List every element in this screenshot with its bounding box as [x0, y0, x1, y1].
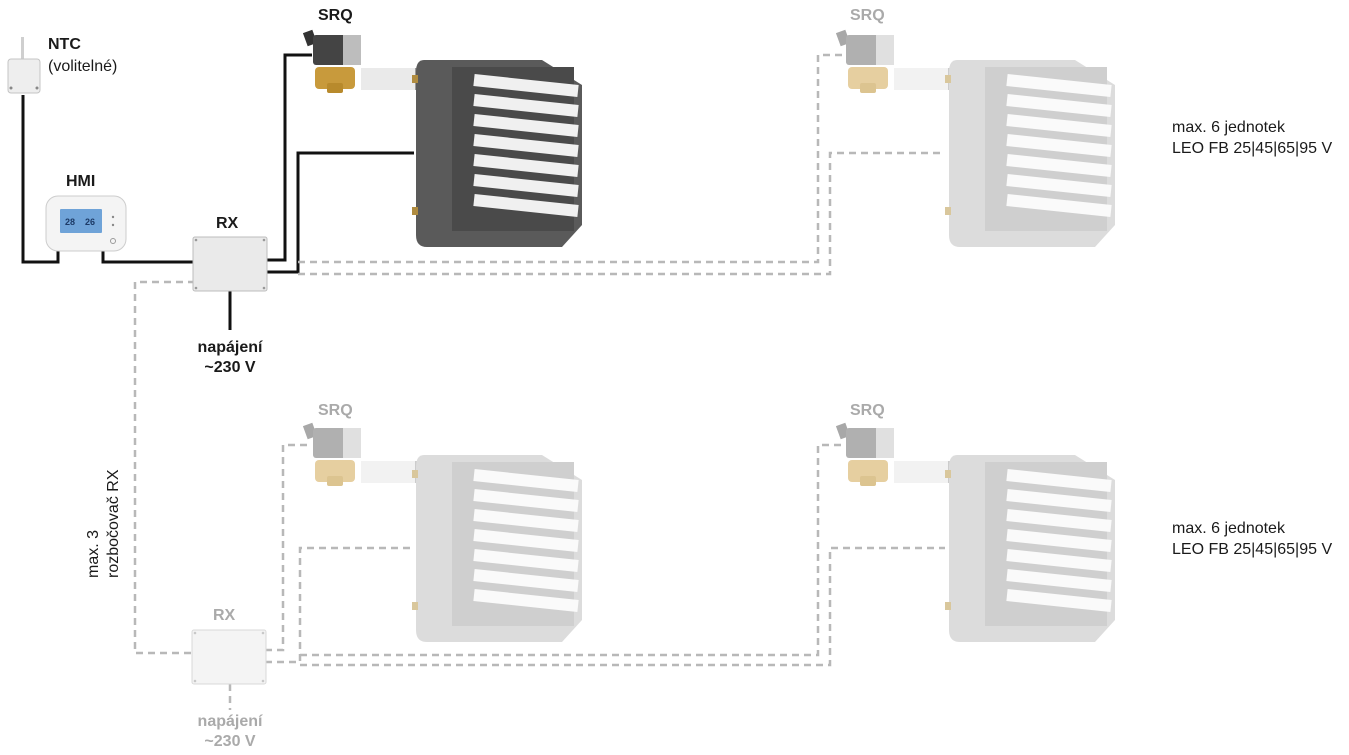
rx-main-label: RX — [216, 215, 239, 232]
srq-3-label: SRQ — [318, 402, 353, 419]
max-units-2-line2: LEO FB 25|45|65|95 V — [1172, 541, 1333, 558]
heater-unit-2-icon — [945, 60, 1115, 247]
wire-hmi-rx — [101, 250, 195, 264]
heater-unit-4-icon — [945, 455, 1115, 642]
optional-wiring — [133, 53, 945, 710]
wire-heater-4 — [300, 546, 945, 667]
wire-srq-4 — [300, 443, 845, 657]
power-secondary-line2: ~230 V — [204, 733, 256, 750]
rx-secondary-box-icon — [191, 629, 267, 685]
max-rx-line1: max. 3 — [85, 529, 102, 578]
srq-4-label: SRQ — [850, 402, 885, 419]
hmi-thermostat-icon: 28 26 — [45, 195, 127, 252]
wire-rx-branch — [133, 280, 195, 655]
ntc-label: NTC — [48, 36, 81, 53]
power-secondary-line1: napájení — [197, 713, 263, 730]
wire-ntc-hmi — [21, 95, 60, 264]
max-units-2-line1: max. 6 jednotek — [1172, 520, 1285, 537]
srq-1-label: SRQ — [318, 7, 353, 24]
srq-valve-3-icon — [303, 422, 419, 486]
srq-valve-2-icon — [836, 29, 952, 93]
hmi-left-value: 28 — [65, 217, 75, 227]
wire-heater-3 — [265, 546, 414, 664]
srq-2-label: SRQ — [850, 7, 885, 24]
power-main-line1: napájení — [197, 339, 263, 356]
max-rx-line2: rozbočovač RX — [105, 469, 122, 579]
max-units-1-line2: LEO FB 25|45|65|95 V — [1172, 140, 1333, 157]
wire-srq-3 — [265, 443, 312, 652]
max-units-1-line1: max. 6 jednotek — [1172, 119, 1285, 136]
wire-rx-srq — [265, 53, 312, 262]
heater-unit-1-icon — [412, 60, 582, 247]
wire-rx-heater — [265, 151, 414, 274]
rx-secondary-label: RX — [213, 607, 236, 624]
srq-valve-4-icon — [836, 422, 952, 486]
active-wiring — [21, 53, 414, 330]
heater-unit-3-icon — [412, 455, 582, 642]
hmi-label: HMI — [66, 173, 96, 190]
ntc-sensor-icon — [7, 37, 41, 94]
wire-heater-2 — [298, 151, 945, 276]
rx-main-box-icon — [192, 236, 268, 292]
power-main-line2: ~230 V — [204, 359, 256, 376]
ntc-optional-label: (volitelné) — [48, 58, 118, 75]
hmi-right-value: 26 — [85, 217, 95, 227]
